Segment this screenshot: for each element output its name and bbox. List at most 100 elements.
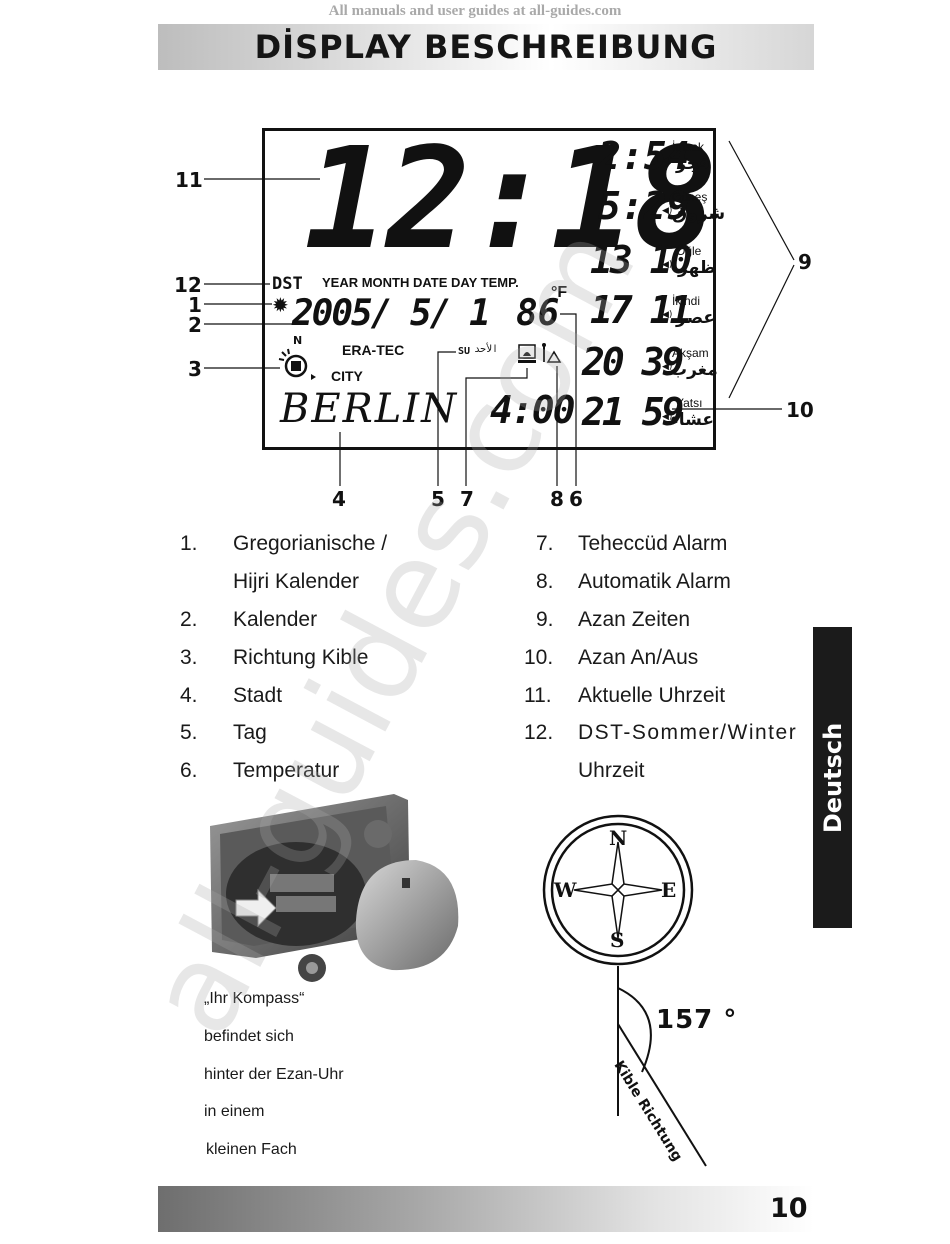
temperature-unit: °F [551, 284, 568, 301]
prayer-arabic: عصر [676, 308, 715, 328]
field-labels-row: YEAR MONTH DATE DAY TEMP. [322, 275, 519, 290]
speaker-icon: ◀) [662, 156, 673, 166]
compass-east: E [661, 878, 677, 902]
clock-back-illustration [210, 794, 459, 982]
page-number: 10 [770, 1193, 808, 1224]
speaker-icon: ◀) [662, 412, 673, 422]
prayer-row: 20 39 Akşam ◀) مغرب [582, 340, 718, 390]
city-label: CITY [331, 368, 363, 384]
callout-6: 6 [569, 487, 583, 511]
title-bar [158, 24, 814, 70]
callout-10: 10 [786, 398, 814, 422]
callout-3: 3 [188, 357, 202, 381]
callout-2: 2 [188, 313, 202, 337]
dst-label: DST [272, 274, 303, 294]
callout-8: 8 [550, 487, 564, 511]
legend-text: Uhrzeit [578, 759, 645, 782]
legend-text: Automatik Alarm [578, 570, 731, 593]
legend-number: 11. [524, 684, 552, 707]
speaker-icon: ◀) [662, 206, 673, 216]
prayer-time: 2:54 [598, 134, 690, 178]
legend-text: Kalender [233, 608, 318, 631]
legend-text: Teheccüd Alarm [578, 532, 728, 555]
kible-direction-icon [278, 348, 316, 380]
speaker-icon: ◀) [662, 362, 673, 372]
caption-line: in einem [204, 1103, 265, 1120]
prayer-name: Öğle [676, 244, 702, 258]
compass-diagram [542, 814, 707, 1167]
legend-text: Aktuelle Uhrzeit [578, 684, 726, 707]
legend-number: 1. [180, 532, 198, 555]
top-watermark: All manuals and user guides at all-guide… [328, 3, 622, 19]
prayer-time: 5:29 [598, 184, 690, 228]
callout-12: 12 [174, 273, 202, 297]
compass-north: N [609, 826, 628, 850]
temperature-value: 86 [516, 293, 560, 334]
automatic-alarm-icon [542, 343, 562, 363]
caption-line: befindet sich [204, 1028, 294, 1045]
callout-7: 7 [460, 487, 474, 511]
callout-1: 1 [188, 293, 202, 317]
legend-number: 6. [180, 759, 198, 782]
prayer-name: İkindi [672, 294, 701, 308]
brand-label: ERA-TEC [342, 342, 405, 358]
legend-text: Tag [233, 721, 267, 744]
legend-text: Richtung Kible [233, 646, 369, 669]
prayer-times-column: 2:54 İmsak ◀) فجر 5:29 Güneş ◀) شروق 13 … [582, 134, 725, 444]
legend-text: DST-Sommer/Winter [578, 721, 798, 744]
prayer-row: 5:29 Güneş ◀) شروق [582, 184, 725, 234]
prayer-arabic: شروق [672, 204, 726, 224]
language-side-tab: Deutsch [813, 627, 852, 928]
prayer-name: Akşam [672, 346, 709, 360]
caption-line: hinter der Ezan-Uhr [204, 1066, 344, 1083]
legend-number: 2. [180, 608, 198, 631]
speaker-icon: ◀) [662, 310, 673, 320]
legend-number: 7. [536, 532, 554, 555]
prayer-arabic: مغرب [670, 360, 718, 380]
legend-number: 10. [524, 646, 554, 669]
kible-angle: 157 ° [656, 1005, 738, 1035]
teheccud-alarm-icon [518, 344, 536, 363]
legend-text: Temperatur [233, 759, 340, 782]
prayer-row: 13 10 Öğle ◀) ظهر [582, 238, 716, 288]
day-label: SU [458, 346, 471, 357]
speaker-icon: ◀) [662, 260, 673, 270]
city-name: BERLIN [280, 386, 459, 432]
prayer-name: Güneş [672, 190, 708, 204]
page-title: DİSPLAY BESCHREIBUNG [254, 28, 718, 66]
legend-text: Stadt [233, 684, 283, 707]
legend-number: 3. [180, 646, 198, 669]
callout-5: 5 [431, 487, 445, 511]
prayer-time: 20 39 [582, 340, 684, 384]
caption-line: „Ihr Kompass“ [204, 990, 305, 1007]
callout-4: 4 [332, 487, 346, 511]
footer-bar [158, 1186, 814, 1232]
prayer-row: 21 59 Yatsı ◀) عشاء [582, 390, 714, 440]
sun-icon: ✹ [272, 293, 289, 317]
lcd-display [262, 128, 716, 450]
prayer-arabic: عشاء [670, 410, 714, 430]
side-tab-label: Deutsch [818, 722, 847, 833]
legend-text: Gregorianische / [233, 532, 388, 555]
callout-lines [204, 140, 795, 486]
prayer-row: 17 11 İkindi ◀) عصر [582, 288, 715, 338]
legend-number: 5. [180, 721, 198, 744]
legend-number: 4. [180, 684, 198, 707]
alarm-time: 4:00 [490, 388, 576, 432]
prayer-name: İmsak [672, 140, 705, 154]
prayer-name: Yatsı [676, 396, 703, 410]
day-arabic: الأحد [474, 344, 499, 355]
prayer-time: 21 59 [582, 390, 684, 434]
prayer-time: 13 10 [590, 238, 692, 282]
legend-text: Azan Zeiten [578, 608, 691, 631]
caption-line: kleinen Fach [206, 1141, 297, 1158]
legend-text: Hijri Kalender [233, 570, 360, 593]
callout-11: 11 [175, 168, 203, 192]
prayer-arabic: ظهر [678, 258, 716, 278]
current-time: 12:18 [304, 118, 717, 281]
legend-number: 8. [536, 570, 554, 593]
legend-number: 9. [536, 608, 554, 631]
legend-number: 12. [524, 721, 554, 744]
compass-south: S [610, 928, 625, 952]
north-marker: N [293, 334, 303, 347]
